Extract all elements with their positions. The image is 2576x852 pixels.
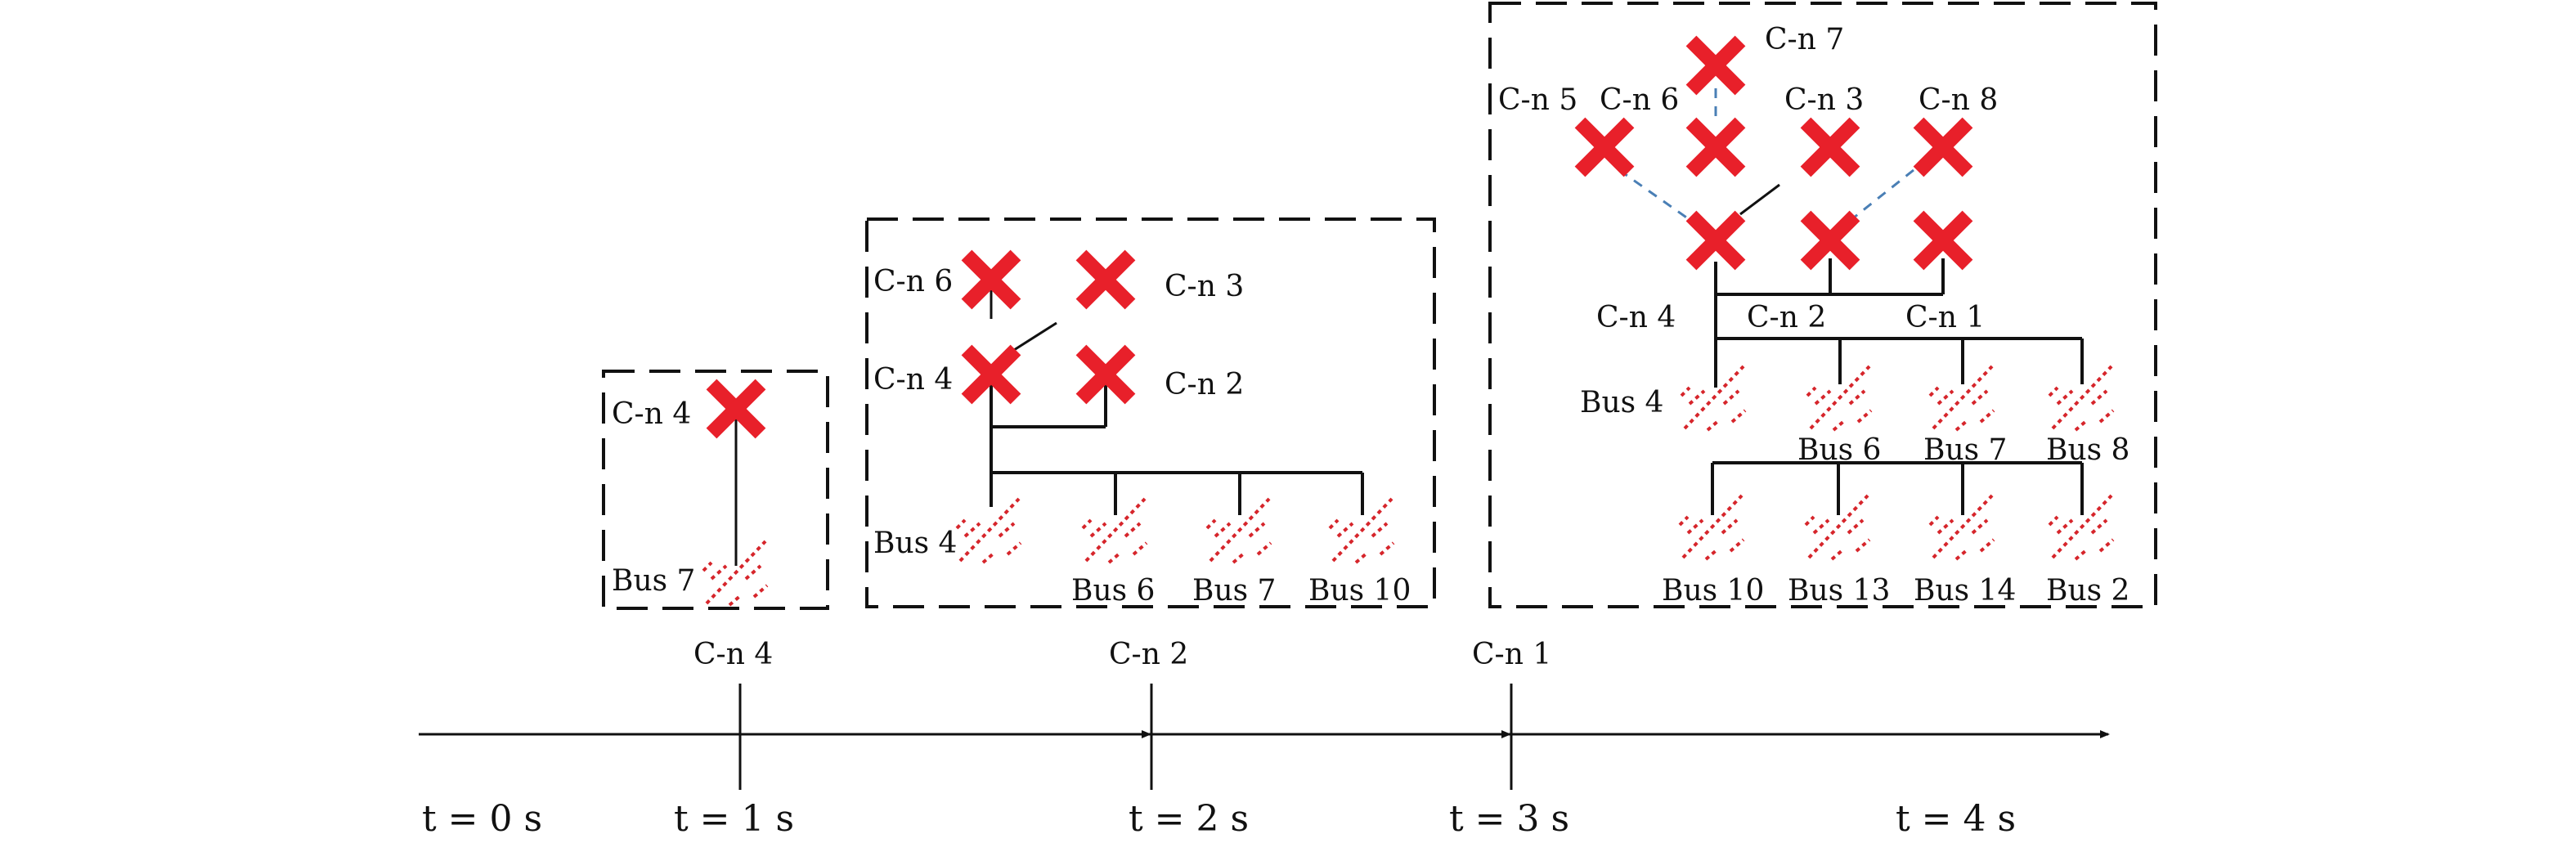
label-bus4: Bus 4 (873, 527, 957, 560)
label-cn4: C-n 4 (612, 397, 691, 431)
label-cn8: C-n 8 (1919, 83, 1998, 117)
time-label: t = 1 s (674, 798, 794, 840)
label-bus7: Bus 7 (1923, 433, 2007, 467)
tick-event-label: C-n 2 (1109, 638, 1188, 671)
label-cn4: C-n 4 (1596, 301, 1676, 334)
panel-3-t3: C-n 7 C-n 5 C-n 6 C-n 3 C-n 8 C-n 4 C-n … (1488, 2, 2157, 608)
panel-3-frame (1488, 2, 2157, 608)
dashed-link-cn5 (1618, 168, 1692, 222)
label-cn3: C-n 3 (1165, 270, 1244, 303)
breaker-x-icon (1919, 123, 1968, 172)
time-label: t = 3 s (1449, 798, 1569, 840)
time-label: t = 2 s (1129, 798, 1249, 840)
tick-event-label: C-n 4 (693, 638, 773, 671)
breaker-x-icon (1919, 216, 1968, 265)
breaker-x-icon (1691, 41, 1740, 90)
time-label: t = 0 s (422, 798, 542, 840)
label-bus4: Bus 4 (1580, 386, 1663, 419)
bus-hatch-icon (955, 497, 1022, 564)
breaker-x-icon (1081, 255, 1130, 304)
label-bus6: Bus 6 (1797, 433, 1881, 467)
dashed-link-cn8 (1849, 168, 1914, 222)
label-bus6: Bus 6 (1071, 574, 1155, 608)
panel-2-frame (865, 217, 1436, 608)
panel-2-t2: C-n 6 C-n 3 C-n 4 C-n 2 Bus 4 Bus 6 Bus … (865, 217, 1436, 608)
label-bus7: Bus 7 (1192, 574, 1276, 608)
label-bus14: Bus 14 (1914, 574, 2016, 608)
breaker-x-icon (1806, 216, 1855, 265)
label-cn6: C-n 6 (873, 265, 953, 298)
tie-cn4-cn3 (1013, 321, 1057, 352)
timeline: C-n 4 C-n 2 C-n 1 t = 0 s t = 1 s t = 2 … (419, 638, 2110, 840)
label-cn2: C-n 2 (1165, 368, 1244, 401)
breaker-x-icon (1580, 123, 1629, 172)
label-cn4: C-n 4 (873, 363, 953, 397)
bus-hatch-icon (1680, 365, 1747, 432)
label-bus10: Bus 10 (1662, 574, 1764, 608)
label-cn5: C-n 5 (1498, 83, 1577, 117)
tick-event-label: C-n 1 (1472, 638, 1551, 671)
time-label: t = 4 s (1896, 798, 2016, 840)
label-bus7: Bus 7 (612, 564, 695, 598)
breaker-x-icon (1691, 123, 1740, 172)
tie-cn6-cn3 (1739, 183, 1780, 216)
label-cn3: C-n 3 (1784, 83, 1864, 117)
label-cn6: C-n 6 (1600, 83, 1679, 117)
breaker-x-icon (1806, 123, 1855, 172)
breaker-x-icon (1691, 216, 1740, 265)
label-bus2: Bus 2 (2046, 574, 2129, 608)
label-bus10: Bus 10 (1308, 574, 1411, 608)
panel-1-frame (602, 370, 829, 610)
label-bus8: Bus 8 (2046, 433, 2129, 467)
panel-1-t1: C-n 4 Bus 7 (602, 370, 829, 610)
label-cn7: C-n 7 (1765, 23, 1844, 56)
label-cn2: C-n 2 (1747, 301, 1826, 334)
label-bus13: Bus 13 (1788, 574, 1890, 608)
label-cn1: C-n 1 (1905, 301, 1985, 334)
